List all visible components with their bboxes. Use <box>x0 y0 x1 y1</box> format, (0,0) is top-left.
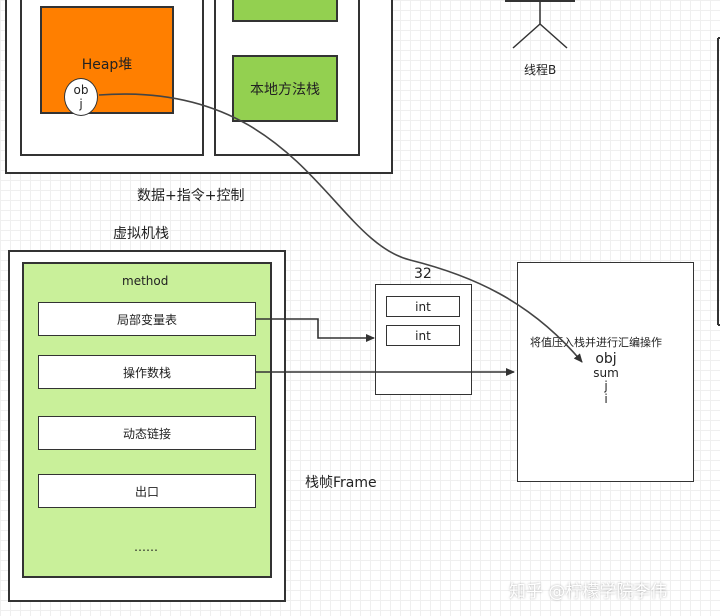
native-method-stack-block: 本地方法栈 <box>232 55 338 122</box>
stack-frame-label: 栈帧Frame <box>305 475 377 491</box>
thread-b-right-leg <box>539 23 568 49</box>
green-block-top <box>232 0 338 22</box>
thread-b-left-leg <box>512 23 541 49</box>
local-variable-table-label: 局部变量表 <box>116 312 177 327</box>
operand-stack-slot: 操作数栈 <box>38 355 256 389</box>
dynamic-linking-slot: 动态链接 <box>38 416 256 450</box>
operation-stack-item-j: j <box>604 379 608 393</box>
int-slot-1-label: int <box>415 299 431 314</box>
thread-b-label: 线程B <box>524 63 557 77</box>
return-address-slot: 出口 <box>38 474 256 508</box>
jvm-stack-title: 虚拟机栈 <box>113 226 169 242</box>
heap-block: Heap堆 <box>40 6 174 114</box>
operation-stack-item-i: i <box>604 392 608 406</box>
caption-data-instruction-control: 数据+指令+控制 <box>137 188 245 204</box>
heap-object-circle: ob j <box>64 78 98 116</box>
method-label: method <box>122 274 169 288</box>
operation-box <box>517 262 694 482</box>
heap-label: Heap堆 <box>81 57 133 73</box>
return-address-label: 出口 <box>134 484 159 499</box>
operation-stack-item-sum: sum <box>593 366 619 380</box>
int-slot-2-label: int <box>415 328 431 343</box>
operation-stack-item-obj: obj <box>595 351 617 367</box>
watermark: 知乎 @柠檬学院李伟 <box>509 582 668 602</box>
heap-object-label-1: ob <box>73 83 89 97</box>
operand-stack-label: 操作数栈 <box>122 365 171 380</box>
int-slot-1: int <box>386 296 460 317</box>
int-box-header: 32 <box>414 266 432 282</box>
local-variable-table-slot: 局部变量表 <box>38 302 256 336</box>
heap-to-operation-curve <box>98 93 583 363</box>
int-slot-2: int <box>386 325 460 346</box>
operation-box-title: 将值压入栈并进行汇编操作 <box>530 336 662 349</box>
ellipsis-label: …… <box>134 540 158 554</box>
native-method-stack-label: 本地方法栈 <box>250 81 320 98</box>
local-vars-to-int-box-arrow <box>256 318 375 342</box>
operation-stack-list: obj sum j i <box>578 352 634 406</box>
dynamic-linking-label: 动态链接 <box>122 426 171 441</box>
heap-object-label-2: j <box>79 97 83 111</box>
